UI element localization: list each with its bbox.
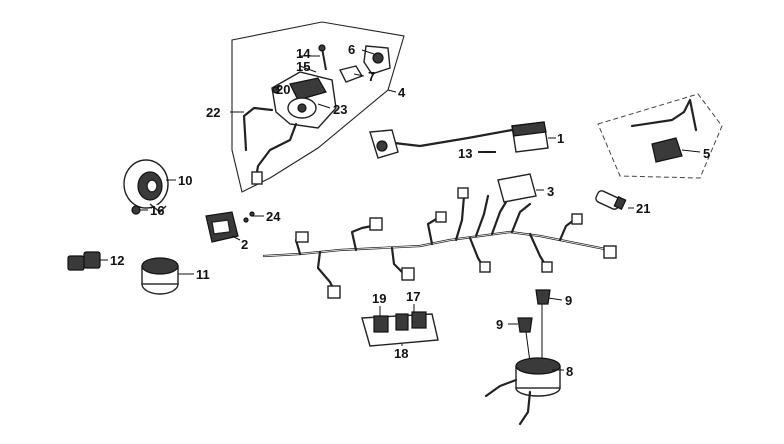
key-slot: [297, 103, 307, 113]
callout-13: 13: [458, 146, 472, 161]
coupler-middle: [395, 313, 409, 331]
harness-trunk-highlight: [263, 231, 611, 257]
callout-6: 6: [348, 42, 355, 57]
callout-23: 23: [333, 102, 347, 117]
callout-20: 20: [276, 82, 290, 97]
main-wire-harness: [262, 173, 617, 299]
starter-relay: [484, 289, 561, 426]
branch-d: [454, 194, 466, 242]
clip-24b: [243, 217, 249, 223]
bolt-16: [131, 205, 141, 215]
callout-3: 3: [547, 184, 554, 199]
connector-a: [295, 231, 309, 243]
callout-18: 18: [394, 346, 408, 361]
callout-12: 12: [110, 253, 124, 268]
ignition-switch-assembly: [231, 21, 405, 193]
connector-c: [369, 217, 383, 231]
coil-top: [511, 121, 547, 137]
fuse-cap: [613, 195, 627, 211]
callout-10: 10: [178, 173, 192, 188]
branch-b: [390, 246, 406, 276]
callout-11: 11: [196, 267, 210, 282]
screw-14: [321, 47, 327, 71]
ignition-switch-top: [289, 77, 327, 101]
coupler-19: [373, 315, 389, 333]
spark-plug-lead: [384, 128, 526, 148]
screw-14-head: [318, 44, 326, 52]
buzzer: [141, 257, 179, 295]
plug-cap-end: [376, 140, 388, 152]
callout-19: 19: [372, 291, 386, 306]
fuse-block-right: [83, 251, 101, 269]
branch-i: [528, 232, 548, 268]
branch-c: [426, 216, 440, 246]
connector-e: [435, 211, 447, 223]
connector-i: [571, 213, 583, 225]
branch-f: [490, 200, 508, 236]
callout-16: 16: [150, 203, 164, 218]
clip-24a: [249, 211, 255, 217]
horn-center: [146, 179, 158, 193]
relay-lead-bottom: [518, 390, 532, 426]
stand-switch-body: [651, 137, 683, 163]
switch-connector: [251, 171, 263, 185]
callout-7: 7: [368, 69, 375, 84]
buzzer-top: [141, 257, 179, 275]
branch-left-down: [316, 250, 336, 292]
branch-a: [350, 224, 374, 252]
relay-lead-left: [484, 378, 518, 398]
terminal-post-b: [525, 331, 531, 363]
cap-9-bottom: [517, 317, 533, 333]
connector-j: [603, 245, 617, 259]
relay-face: [211, 219, 231, 235]
assembly-4-outline: [231, 21, 405, 193]
callout-5: 5: [703, 146, 710, 161]
callout-24: 24: [266, 209, 281, 224]
connector-f: [457, 187, 469, 199]
assembly-5-outline: [597, 93, 723, 179]
horn-bracket: [149, 203, 167, 213]
connector-h: [541, 261, 553, 273]
relay-top: [515, 357, 561, 375]
callout-22: 22: [206, 105, 220, 120]
callout-17: 17: [406, 289, 420, 304]
callout-4: 4: [398, 85, 406, 100]
callout-2: 2: [241, 237, 248, 252]
connector-d: [401, 267, 415, 281]
switch-lead: [630, 98, 698, 132]
seat-lock-hole: [372, 52, 384, 64]
callout-9-bottom: 9: [496, 317, 503, 332]
leader-lines: [100, 49, 701, 371]
callout-labels: 1 2 3 4 5 6 7 8 9 9 10 11 12 13 14 15 16…: [110, 42, 710, 379]
branch-g: [510, 202, 532, 234]
callout-14: 14: [296, 46, 311, 61]
lock-latch: [338, 65, 364, 83]
horn: [123, 159, 169, 215]
cable-22: [242, 106, 274, 152]
connector-b: [327, 285, 341, 299]
side-stand-switch-assembly: [597, 93, 723, 179]
connector-bracket: [361, 311, 439, 347]
flasher-relay: [205, 211, 255, 243]
connector-g: [479, 261, 491, 273]
fuse-holder: [67, 251, 101, 271]
callout-21: 21: [636, 201, 650, 216]
switch-cable: [254, 122, 298, 180]
fuse-block-left: [67, 255, 85, 271]
fuse: [595, 190, 627, 211]
callout-15: 15: [296, 59, 310, 74]
cap-9-top: [535, 289, 551, 305]
branch-e: [474, 194, 490, 238]
callout-1: 1: [557, 131, 564, 146]
coupler-17: [411, 311, 427, 329]
callout-8: 8: [566, 364, 573, 379]
harness-cover: [497, 173, 537, 203]
callout-9-top: 9: [565, 293, 572, 308]
